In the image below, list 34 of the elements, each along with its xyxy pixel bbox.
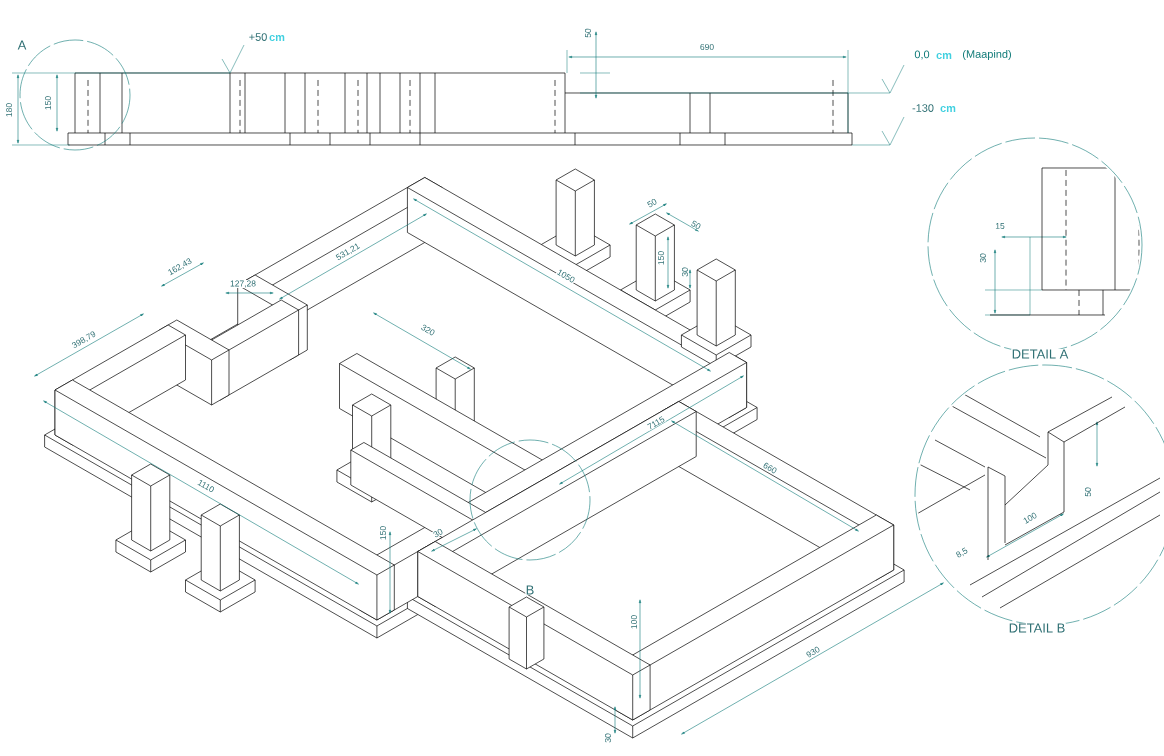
dimension-label: 50 [645, 197, 659, 209]
dimension-label: 690 [699, 43, 715, 51]
dimension-label: 660 [761, 461, 779, 475]
dimension-label: 100 [1021, 511, 1039, 525]
dimension-label: 1110 [196, 478, 216, 494]
unit-label: cm [268, 34, 286, 42]
dimension-label: 30 [681, 266, 689, 278]
dimension-label: 150 [44, 95, 52, 111]
level-label: +50 [248, 32, 268, 42]
dimension-label: 180 [5, 102, 13, 118]
dimension-label: 100 [630, 614, 638, 630]
level-label: (Maapind) [961, 49, 1013, 61]
dimension-label: 15 [994, 222, 1006, 230]
detail-title: DETAIL A [1011, 349, 1069, 359]
dimension-label: 50 [584, 27, 592, 39]
dimension-label: 30 [979, 252, 987, 264]
dimension-label: 150 [657, 250, 665, 266]
detail-title: DETAIL B [1008, 623, 1066, 633]
dimension-label: 320 [419, 323, 437, 337]
dimension-label: 7115 [645, 415, 667, 431]
view-marker: A [17, 40, 27, 50]
dimension-label: 127,28 [229, 280, 257, 288]
dimension-label: 30 [604, 732, 612, 744]
level-label: 0,0 [913, 49, 931, 60]
dimension-label: 30 [431, 527, 445, 539]
dimension-label: 1050 [555, 268, 577, 284]
unit-label: cm [935, 52, 953, 60]
unit-label: cm [939, 105, 957, 113]
dimension-label: 8,5 [954, 546, 970, 560]
dimension-label: 50 [689, 219, 703, 231]
level-label: -130 [911, 103, 935, 113]
dimension-label: 50 [1084, 486, 1092, 498]
dimension-label: 930 [804, 645, 822, 659]
dimension-label: 150 [379, 525, 387, 541]
